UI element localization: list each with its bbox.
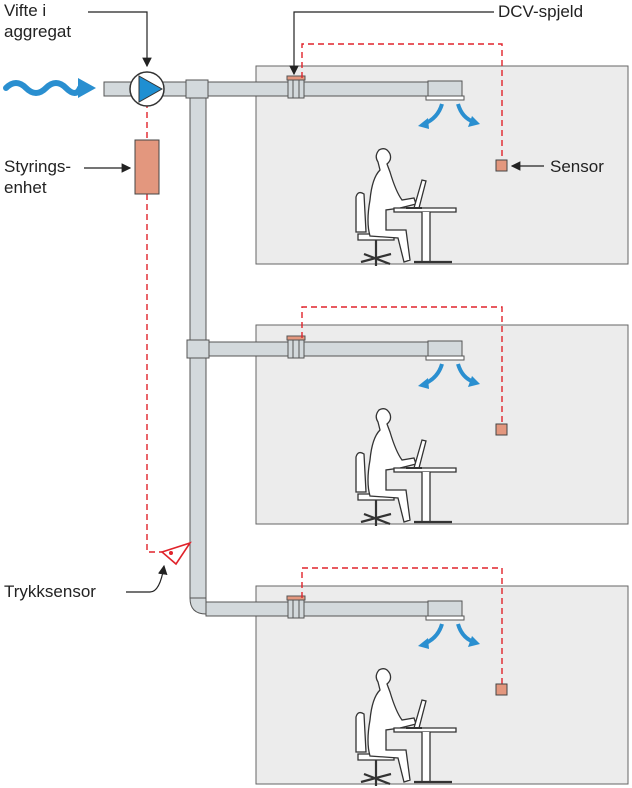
control-unit-label-line2: enhet bbox=[4, 178, 47, 197]
dcv-damper-3 bbox=[286, 595, 306, 619]
room-sensor-3 bbox=[495, 683, 508, 696]
wavy-air-arrow-icon bbox=[3, 78, 96, 98]
control-unit-label-line1: Styrings- bbox=[4, 157, 72, 176]
diffuser-3 bbox=[425, 600, 465, 621]
fan-label-line1: Vifte i bbox=[4, 1, 47, 20]
dcv-damper-2 bbox=[286, 335, 306, 359]
pressure-sensor-label: Trykksensor bbox=[4, 582, 96, 601]
sensor-label: Sensor bbox=[550, 157, 604, 176]
control-unit-label: Styrings- enhet bbox=[4, 156, 71, 198]
room-sensor-2 bbox=[495, 423, 508, 436]
diffuser-1 bbox=[425, 80, 465, 101]
leader-lines bbox=[84, 11, 544, 593]
room-sensor-1 bbox=[495, 159, 508, 172]
fan-label: Vifte i aggregat bbox=[4, 0, 71, 42]
pressure-sensor bbox=[160, 541, 192, 566]
circulation-pump-icon bbox=[129, 71, 165, 107]
damper-label: DCV-spjeld bbox=[498, 2, 584, 21]
signal-lines bbox=[146, 43, 503, 684]
control-unit bbox=[134, 139, 160, 195]
main-duct bbox=[103, 79, 431, 617]
diffuser-2 bbox=[425, 340, 465, 361]
fan-label-line2: aggregat bbox=[4, 22, 72, 41]
dcv-damper-1 bbox=[286, 75, 306, 99]
